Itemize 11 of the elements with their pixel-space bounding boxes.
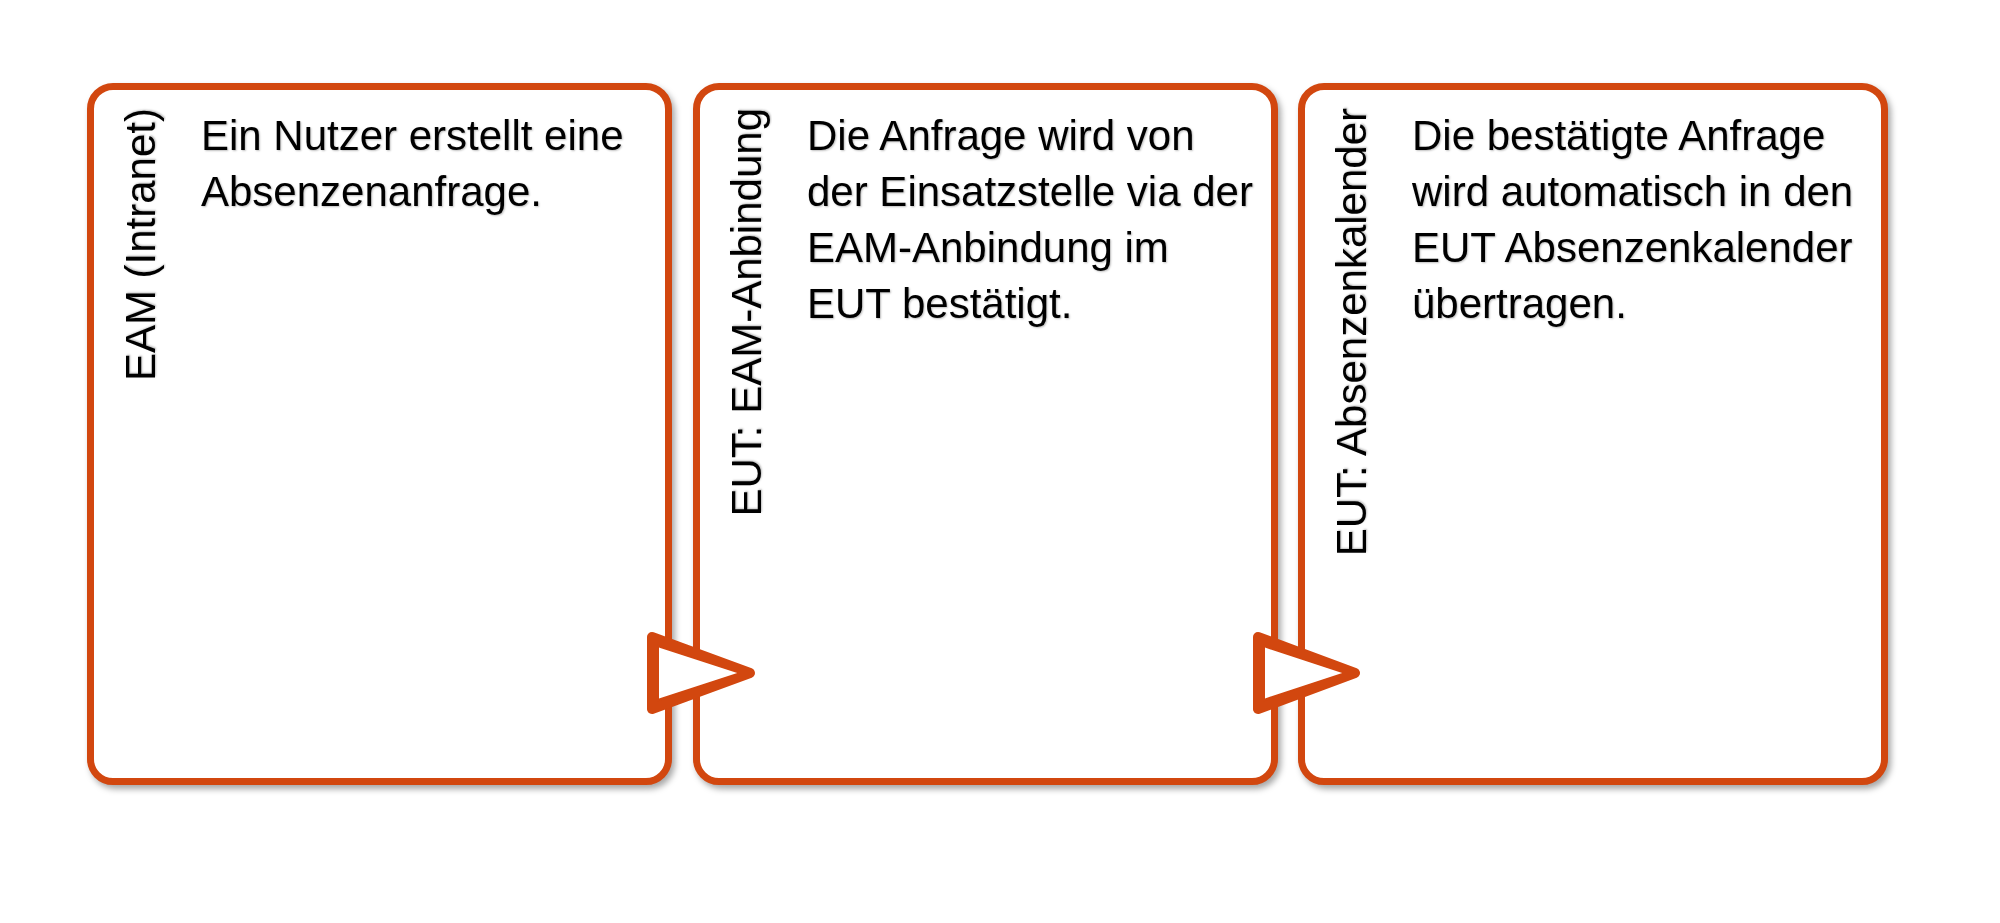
- process-card: [87, 83, 672, 785]
- process-card: [693, 83, 1278, 785]
- card-heading: EUT: EAM-Anbindung: [722, 108, 771, 517]
- card-heading: EUT: Absenzenkalender: [1327, 108, 1376, 557]
- card-heading: EAM (Intranet): [116, 108, 165, 382]
- triangle-arrow: [1253, 632, 1360, 714]
- card-text: Ein Nutzer erstellt eine Absenzenanfrage.: [201, 111, 625, 217]
- process-card: [1298, 83, 1888, 785]
- card-text: Die bestätigte Anfrage wird automatisch in den EUT Absenzenkalender übertragen.: [1412, 111, 1855, 329]
- triangle-arrow: [647, 632, 755, 714]
- card-text: Die Anfrage wird von der Einsatzstelle via der EAM-Anbindung im EUT bestätigt.: [807, 111, 1253, 329]
